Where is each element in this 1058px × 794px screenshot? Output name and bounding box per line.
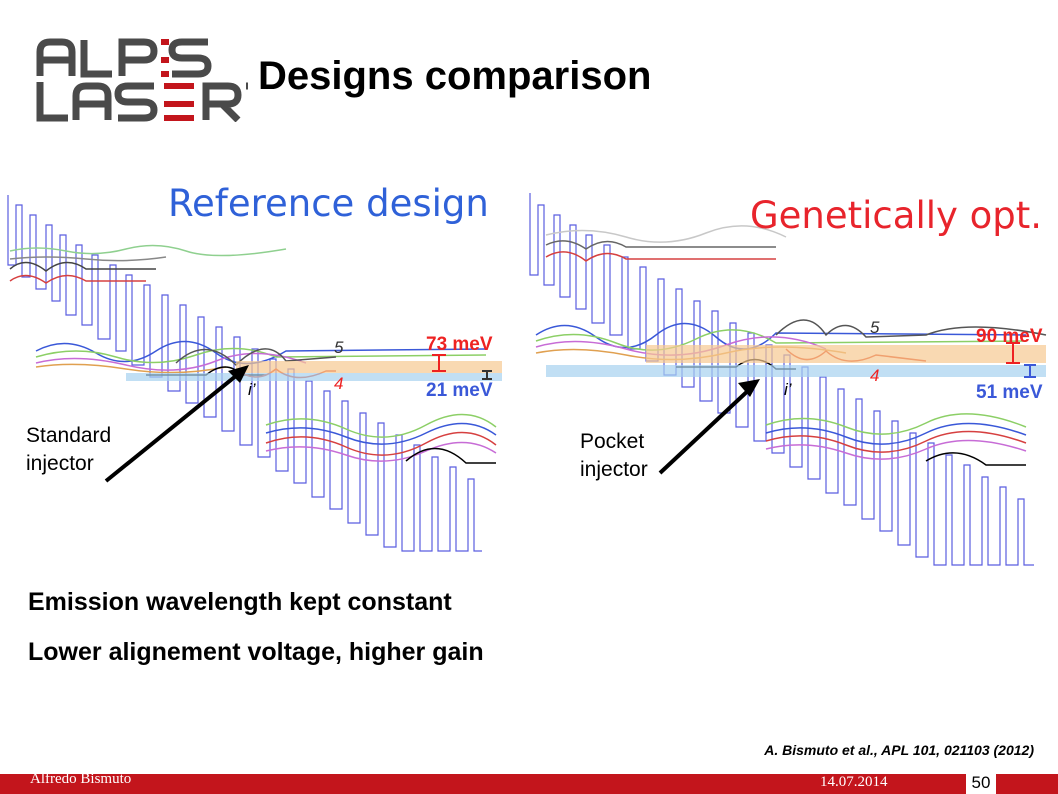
reference-level-4: 4 [334,374,344,393]
reference-upper-energy: 73 meV [426,334,493,355]
footer-date: 14.07.2014 [820,774,888,790]
alpes-lasers-logo [36,38,248,122]
genetically-optimized-heading: Genetically opt. [750,194,1043,237]
reference-lower-energy: 21 meV [426,380,493,401]
standard-injector-line1: Standard [26,424,112,447]
genetically-optimized-band-diagram [529,193,1047,566]
bullet-alignment-voltage: Lower alignement voltage, higher gain [28,638,484,666]
reference-design-heading: Reference design [168,182,489,225]
reference-design-band-diagram [7,195,502,552]
reference-level-5: 5 [334,338,344,357]
optimized-level-5: 5 [870,318,880,337]
pocket-injector-line2: injector [580,458,648,481]
pocket-injector-label: Pocket injector [580,428,648,484]
optimized-lower-energy: 51 meV [976,382,1043,403]
pocket-injector-line1: Pocket [580,430,645,453]
footer-bar [0,774,1058,794]
standard-injector-label: Standard injector [26,422,111,478]
bullet-emission-wavelength: Emission wavelength kept constant [28,588,452,616]
page-number: 50 [966,772,996,794]
optimized-level-4: 4 [870,366,880,385]
standard-injector-line2: injector [26,452,94,475]
footer-author: Alfredo Bismuto [30,771,132,787]
optimized-upper-energy: 90 meV [976,326,1043,347]
optimized-level-injector: i’ [784,380,792,399]
slide-title: Designs comparison [258,54,652,98]
citation: A. Bismuto et al., APL 101, 021103 (2012… [764,742,1034,758]
reference-level-injector: i’ [248,380,256,399]
